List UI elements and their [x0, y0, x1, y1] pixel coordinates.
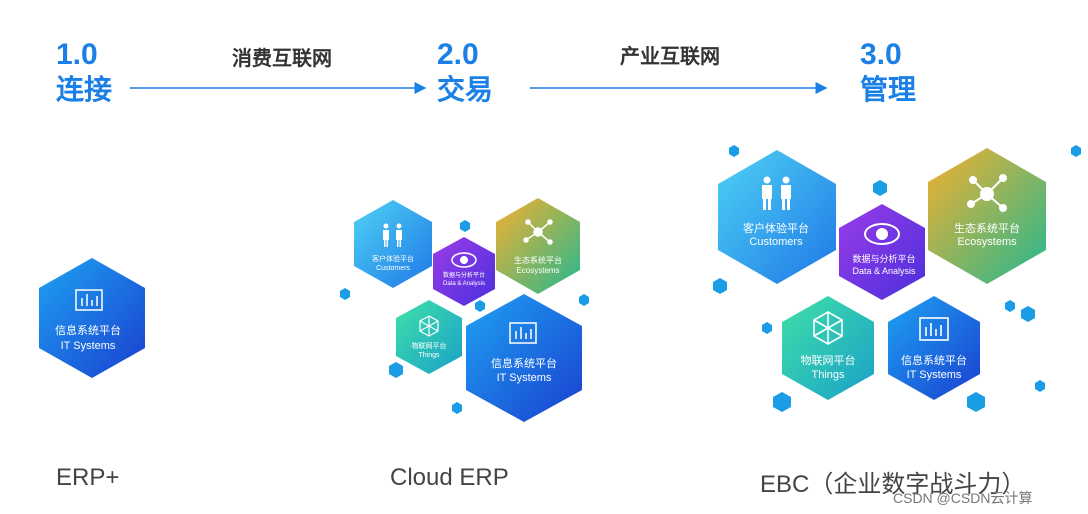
svg-text:客户体验平台: 客户体验平台 [372, 254, 414, 263]
stage-3-name: 管理 [860, 74, 917, 105]
stage-3-customers-hex: 客户体验平台 Customers [718, 150, 836, 284]
people-icon [383, 223, 402, 247]
network-icon [967, 174, 1007, 212]
svg-text:Customers: Customers [749, 236, 803, 248]
stage-2-eco-hex: 生态系统平台 Ecosystems [496, 198, 580, 294]
bar-chart-icon [509, 322, 537, 344]
stage-2-customers-hex: 客户体验平台 Customers [354, 200, 432, 288]
svg-text:物联网平台: 物联网平台 [412, 341, 447, 350]
bar-chart-icon [919, 317, 949, 341]
stage-2-caption: Cloud ERP [390, 464, 509, 491]
eye-icon [864, 223, 900, 245]
svg-text:Ecosystems: Ecosystems [957, 236, 1017, 248]
decor-hexes [340, 145, 1081, 414]
stage-2-data-hex: 数据与分析平台 Data & Analysis [433, 237, 495, 306]
stage-1-name: 连接 [56, 74, 113, 105]
svg-text:Ecosystems: Ecosystems [516, 266, 559, 275]
stage-3-caption: EBC（企业数字战斗力） [760, 471, 1026, 498]
stage-1-number: 1.0 [56, 38, 98, 71]
svg-text:Things: Things [811, 369, 845, 381]
svg-text:物联网平台: 物联网平台 [801, 353, 856, 367]
svg-text:信息系统平台: 信息系统平台 [491, 356, 557, 370]
svg-text:Data & Analysis: Data & Analysis [443, 281, 485, 287]
arrow-1-label: 消费互联网 [232, 48, 332, 70]
svg-text:客户体验平台: 客户体验平台 [743, 221, 809, 235]
svg-text:生态系统平台: 生态系统平台 [514, 255, 562, 265]
stage-2-name: 交易 [437, 74, 494, 105]
stage-3-it-hex: 信息系统平台 IT Systems [888, 296, 980, 400]
svg-text:Data & Analysis: Data & Analysis [852, 266, 916, 276]
svg-text:生态系统平台: 生态系统平台 [954, 221, 1020, 235]
watermark: CSDN @CSDN云计算 [893, 490, 1033, 506]
svg-text:Things: Things [418, 352, 440, 359]
people-icon [762, 176, 791, 210]
eye-icon [451, 252, 477, 268]
hex-label-cn: 信息系统平台 [55, 323, 121, 337]
mesh-icon [419, 315, 439, 337]
svg-text:信息系统平台: 信息系统平台 [901, 353, 967, 367]
svg-text:数据与分析平台: 数据与分析平台 [443, 271, 485, 279]
arrow-2-label: 产业互联网 [620, 46, 720, 68]
stage-3-data-hex: 数据与分析平台 Data & Analysis [839, 204, 925, 300]
stage-3-number: 3.0 [860, 38, 902, 71]
stage-2-things-hex: 物联网平台 Things [396, 300, 462, 374]
svg-text:IT Systems: IT Systems [907, 369, 962, 381]
network-icon [523, 219, 553, 245]
stage-1-caption: ERP+ [56, 464, 120, 491]
hex-label-en: IT Systems [61, 340, 116, 352]
stage-3-eco-hex: 生态系统平台 Ecosystems [928, 148, 1046, 284]
stage-1-it-hex: 信息系统平台 IT Systems [39, 258, 145, 378]
stage-2-it-hex: 信息系统平台 IT Systems [466, 294, 582, 422]
stage-2-number: 2.0 [437, 38, 479, 71]
stage-3-things-hex: 物联网平台 Things [782, 296, 874, 400]
svg-text:Customers: Customers [376, 265, 410, 272]
svg-text:IT Systems: IT Systems [497, 372, 552, 384]
mesh-icon [813, 311, 843, 345]
bar-chart-icon [75, 289, 103, 311]
svg-text:数据与分析平台: 数据与分析平台 [852, 253, 915, 264]
